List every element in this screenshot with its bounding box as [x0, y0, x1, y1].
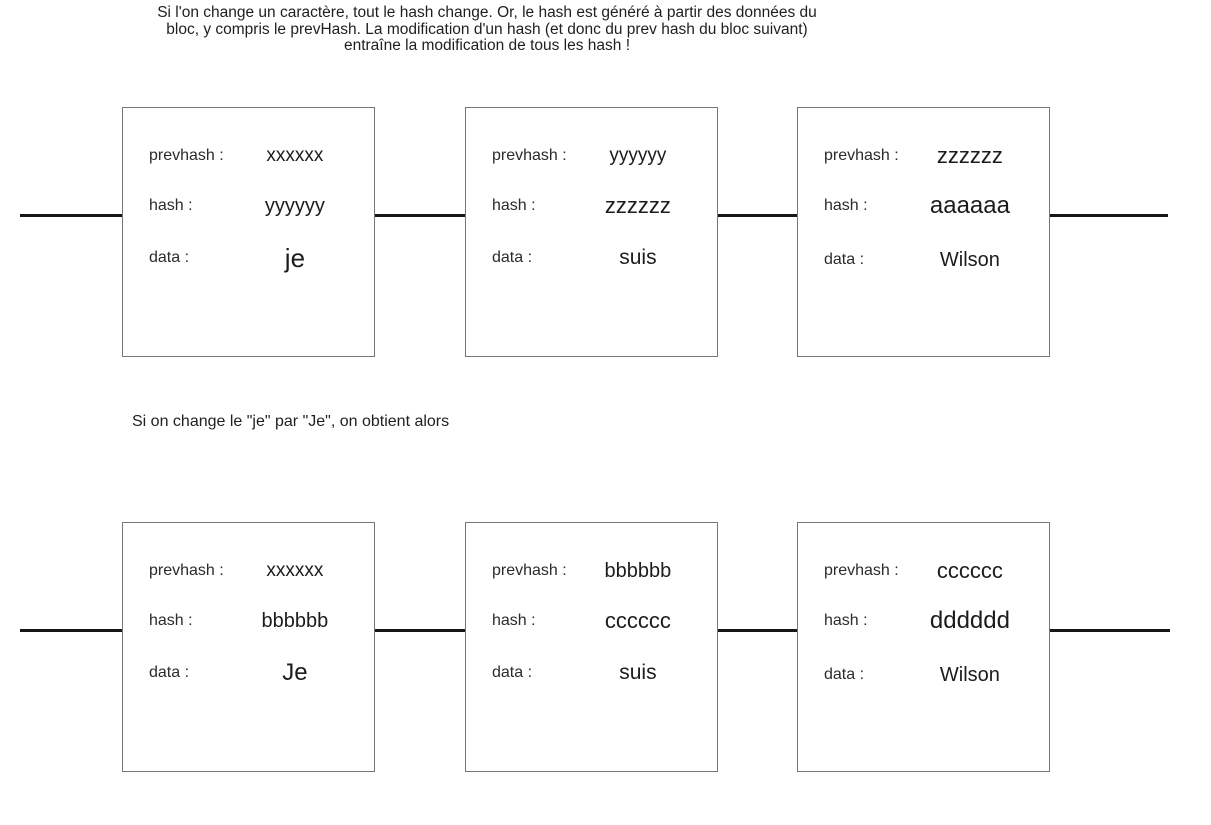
prevhash-row: prevhash : yyyyyy: [466, 131, 717, 181]
change-note: Si on change le "je" par "Je", on obtien…: [132, 413, 450, 430]
data-row: data : suis: [466, 233, 717, 283]
hash-row: hash : aaaaaa: [798, 181, 1049, 231]
data-label: data :: [149, 664, 190, 681]
header-line-1: Si l'on change un caractère, tout le has…: [157, 4, 817, 21]
hash-value: zzzzzz: [604, 193, 671, 218]
hash-value: cccccc: [604, 608, 671, 633]
header-line-3: entraîne la modification de tous les has…: [343, 37, 631, 54]
hash-value: yyyyyy: [264, 194, 325, 217]
hash-label: hash :: [824, 612, 868, 629]
data-label: data :: [492, 664, 533, 681]
data-label: data :: [149, 249, 190, 266]
data-label: data :: [824, 251, 865, 268]
data-value: Wilson: [939, 663, 1000, 686]
hash-label: hash :: [149, 197, 193, 214]
chain-link-line: [718, 214, 797, 217]
prevhash-row: prevhash : cccccc: [798, 546, 1049, 596]
data-row: data : je: [123, 233, 374, 283]
chain-link-line: [1050, 214, 1168, 217]
prevhash-row: prevhash : xxxxxx: [123, 131, 374, 181]
hash-row: hash : dddddd: [798, 596, 1049, 646]
hash-row: hash : zzzzzz: [466, 181, 717, 231]
chain-link-line: [20, 214, 122, 217]
prevhash-label: prevhash :: [149, 147, 224, 164]
hash-label: hash :: [149, 612, 193, 629]
prevhash-row: prevhash : bbbbbb: [466, 546, 717, 596]
block-bottom-1: prevhash : xxxxxx hash : bbbbbb data : J…: [122, 522, 375, 772]
hash-row: hash : cccccc: [466, 596, 717, 646]
hash-value: bbbbbb: [261, 609, 329, 632]
prevhash-label: prevhash :: [492, 562, 567, 579]
prevhash-value: zzzzzz: [936, 143, 1003, 168]
block-top-1: prevhash : xxxxxx hash : yyyyyy data : j…: [122, 107, 375, 357]
chain-link-line: [375, 214, 465, 217]
hash-row: hash : bbbbbb: [123, 596, 374, 646]
prevhash-label: prevhash :: [492, 147, 567, 164]
block-top-2: prevhash : yyyyyy hash : zzzzzz data : s…: [465, 107, 718, 357]
prevhash-label: prevhash :: [824, 147, 899, 164]
data-label: data :: [824, 666, 865, 683]
block-top-3: prevhash : zzzzzz hash : aaaaaa data : W…: [797, 107, 1050, 357]
data-value: je: [284, 242, 306, 273]
block-bottom-3: prevhash : cccccc hash : dddddd data : W…: [797, 522, 1050, 772]
data-row: data : suis: [466, 648, 717, 698]
data-value: Je: [282, 659, 308, 686]
hash-row: hash : yyyyyy: [123, 181, 374, 231]
hash-label: hash :: [492, 197, 536, 214]
prevhash-label: prevhash :: [149, 562, 224, 579]
hash-label: hash :: [492, 612, 536, 629]
prevhash-value: xxxxxx: [266, 145, 324, 166]
hash-value: dddddd: [929, 607, 1010, 634]
block-bottom-2: prevhash : bbbbbb hash : cccccc data : s…: [465, 522, 718, 772]
data-row: data : Je: [123, 648, 374, 698]
data-value: Wilson: [939, 248, 1000, 271]
hash-value: aaaaaa: [929, 192, 1010, 219]
prevhash-value: bbbbbb: [604, 559, 672, 582]
prevhash-label: prevhash :: [824, 562, 899, 579]
chain-link-line: [20, 629, 122, 632]
data-value: suis: [619, 246, 657, 269]
chain-link-line: [375, 629, 465, 632]
prevhash-row: prevhash : zzzzzz: [798, 131, 1049, 181]
data-row: data : Wilson: [798, 650, 1049, 700]
data-label: data :: [492, 249, 533, 266]
data-value: suis: [619, 661, 657, 684]
prevhash-row: prevhash : xxxxxx: [123, 546, 374, 596]
hash-label: hash :: [824, 197, 868, 214]
header-line-2: bloc, y compris le prevHash. La modifica…: [166, 20, 808, 38]
prevhash-value: yyyyyy: [609, 145, 667, 166]
chain-link-line: [1050, 629, 1170, 632]
prevhash-value: xxxxxx: [266, 560, 324, 581]
prevhash-value: cccccc: [936, 558, 1003, 583]
header-text: Si l'on change un caractère, tout le has…: [0, 4, 974, 55]
chain-link-line: [718, 629, 797, 632]
data-row: data : Wilson: [798, 235, 1049, 285]
